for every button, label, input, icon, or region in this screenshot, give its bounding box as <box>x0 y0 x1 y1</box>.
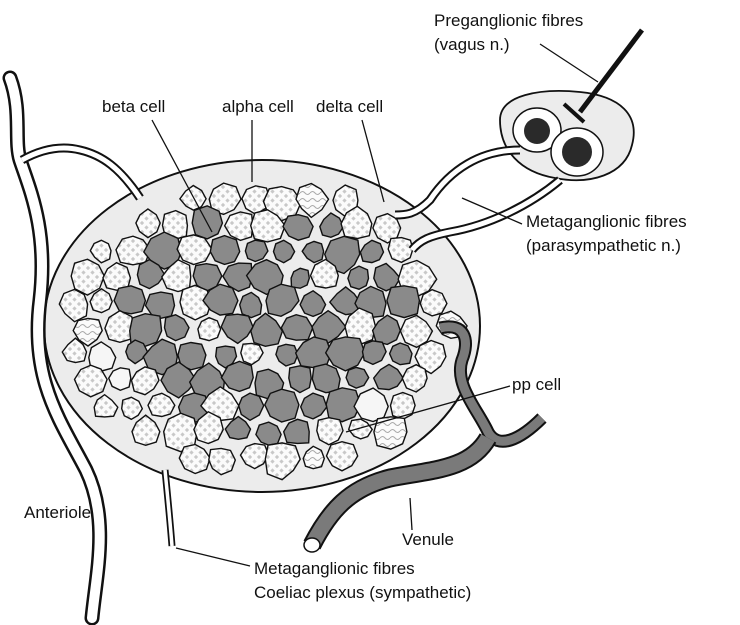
label-alpha-cell: alpha cell <box>222 97 294 116</box>
beta-cell-shape <box>114 286 145 314</box>
beta-cell-shape <box>387 286 420 318</box>
label-preganglionic-2: (vagus n.) <box>434 35 510 54</box>
beta-cell-shape <box>210 236 239 265</box>
beta-cell-shape <box>348 266 369 289</box>
label-anteriole: Anteriole <box>24 503 91 522</box>
beta-cell-shape <box>291 268 309 288</box>
label-delta-cell: delta cell <box>316 97 383 116</box>
label-metaganglionic-symp-1: Metaganglionic fibres <box>254 559 415 578</box>
label-pp-cell: pp cell <box>512 375 561 394</box>
label-metaganglionic-para-2: (parasympathetic n.) <box>526 236 681 255</box>
alpha-cell-shape <box>198 318 221 341</box>
sympathetic-fibre <box>165 470 172 546</box>
beta-cell-shape <box>390 343 412 365</box>
label-metaganglionic-para-1: Metaganglionic fibres <box>526 212 687 231</box>
beta-cell-shape <box>312 364 340 393</box>
label-beta-cell: beta cell <box>102 97 165 116</box>
alpha-cell-shape <box>391 393 416 420</box>
label-venule: Venule <box>402 530 454 549</box>
label-preganglionic-1: Preganglionic fibres <box>434 11 583 30</box>
beta-cell-shape <box>289 366 311 393</box>
pp-cell-shape <box>374 417 407 449</box>
alpha-cell-shape <box>420 290 447 316</box>
alpha-cell-shape <box>388 238 413 263</box>
label-metaganglionic-symp-2: Coeliac plexus (sympathetic) <box>254 583 471 602</box>
